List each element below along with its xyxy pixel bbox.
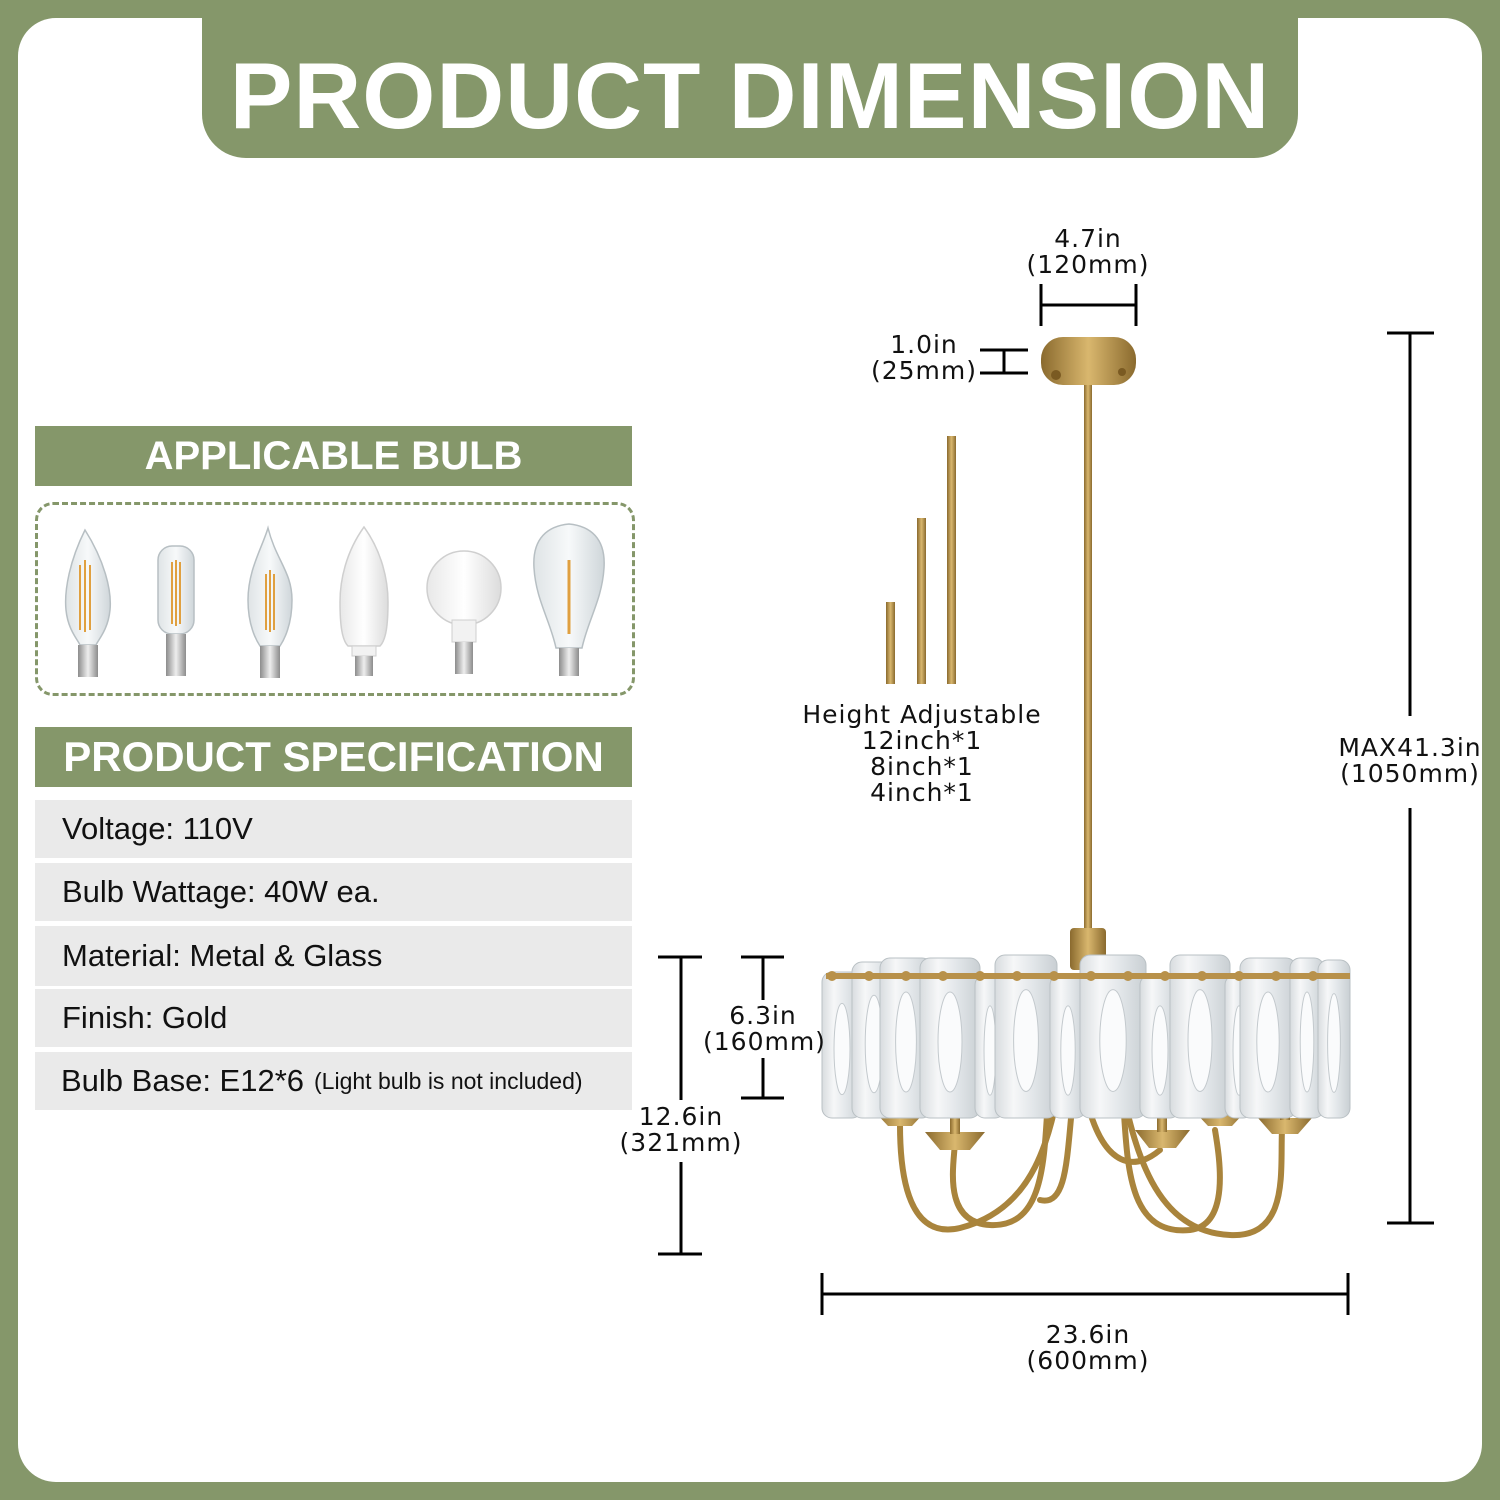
st-filament-bulb-icon <box>533 523 605 676</box>
ring-bead <box>1197 971 1207 981</box>
crystal-panel-oval <box>1099 989 1127 1092</box>
spec-row-finish: Finish: Gold <box>35 989 632 1047</box>
diameter-dimension <box>820 1273 1350 1315</box>
crystal-panel-oval <box>1327 993 1341 1093</box>
canopy-height-metric: (25mm) <box>870 356 978 385</box>
rod-12inch: 12inch*1 <box>861 726 983 755</box>
flame-tip-filament-bulb-icon <box>247 525 293 678</box>
ring-bead <box>1123 971 1133 981</box>
body-height-label: 12.6in (321mm) <box>618 1104 744 1156</box>
spec-row-wattage: Bulb Wattage: 40W ea. <box>35 863 632 921</box>
body-height-metric: (321mm) <box>619 1128 743 1157</box>
tubular-filament-bulb-icon <box>157 545 195 676</box>
spec-text: Bulb Base: E12*6 <box>61 1063 305 1098</box>
extension-rods <box>886 436 956 684</box>
spec-text: Bulb Wattage: 40W ea. <box>62 874 380 909</box>
crystal-panel-oval <box>833 1002 851 1096</box>
height-adjustable-label: Height Adjustable 12inch*1 8inch*1 4inch… <box>800 702 1044 806</box>
led-candle-bulb-icon <box>339 525 389 676</box>
led-globe-bulb-icon <box>426 550 502 674</box>
diameter-label: 23.6in (600mm) <box>1018 1322 1158 1374</box>
spec-note: (Light bulb is not included) <box>314 1067 583 1094</box>
crystal-panel-oval <box>1013 989 1039 1092</box>
ring-bead <box>1271 971 1281 981</box>
crystal-panel-oval <box>895 991 917 1093</box>
canopy-width-dimension <box>1039 284 1138 326</box>
rod-4inch: 4inch*1 <box>870 778 974 807</box>
product-specification-header: PRODUCT SPECIFICATION <box>35 727 632 787</box>
max-height-label: MAX41.3in (1050mm) <box>1332 735 1488 787</box>
spec-row-bulb-base: Bulb Base: E12*6 (Light bulb is not incl… <box>35 1052 632 1110</box>
canopy-height-label: 1.0in (25mm) <box>860 332 988 384</box>
crystal-shade <box>821 954 1351 1119</box>
body-height-imperial: 12.6in <box>638 1102 724 1131</box>
shade-height-metric: (160mm) <box>703 1027 826 1056</box>
canopy <box>1041 337 1136 385</box>
crystal-panel-oval <box>1256 991 1280 1093</box>
candle-filament-bulb-icon <box>64 528 112 677</box>
crystal-panel-oval <box>1187 989 1213 1092</box>
max-height-imperial: MAX41.3in <box>1338 733 1482 762</box>
spec-text: Voltage: 110V <box>62 811 253 846</box>
applicable-bulb-header: APPLICABLE BULB <box>35 426 632 486</box>
crystal-panel-oval <box>1060 1005 1076 1096</box>
ring-bead <box>901 971 911 981</box>
shade-height-dimension <box>741 955 784 1100</box>
ring-bead <box>938 971 948 981</box>
spec-text: Finish: Gold <box>62 1000 228 1035</box>
crystal-panel-oval <box>1299 991 1315 1093</box>
crystal-panel-oval <box>937 991 963 1093</box>
max-height-dimension <box>1387 331 1434 1225</box>
ring-bead <box>1012 971 1022 981</box>
crystal-panel-oval <box>983 1005 997 1096</box>
canopy-width-imperial: 4.7in <box>1054 224 1122 253</box>
canopy-width-label: 4.7in (120mm) <box>1018 226 1158 278</box>
ring-bead <box>1160 971 1170 981</box>
crystal-panel-oval <box>1151 1005 1169 1096</box>
shade-height-label: 6.3in (160mm) <box>703 1001 826 1056</box>
canopy-height-imperial: 1.0in <box>890 330 958 359</box>
ring-bead <box>827 971 837 981</box>
ring-bead <box>1049 971 1059 981</box>
height-adjustable-title: Height Adjustable <box>802 700 1042 729</box>
ring-bead <box>975 971 985 981</box>
canopy-height-dimension <box>980 348 1028 375</box>
bulb-gallery <box>35 502 635 696</box>
max-height-metric: (1050mm) <box>1340 759 1480 788</box>
ring-bead <box>1086 971 1096 981</box>
ring-bead <box>864 971 874 981</box>
rod-8inch: 8inch*1 <box>870 752 974 781</box>
diameter-imperial: 23.6in <box>1045 1320 1131 1349</box>
down-rod <box>1084 385 1092 930</box>
ring-bead <box>1234 971 1244 981</box>
spec-row-material: Material: Metal & Glass <box>35 926 632 986</box>
shade-height-imperial: 6.3in <box>729 1001 797 1030</box>
spec-text: Material: Metal & Glass <box>62 938 383 973</box>
title-banner: PRODUCT DIMENSION <box>202 0 1298 158</box>
body-height-dimension <box>658 955 702 1256</box>
ring-bead <box>1308 971 1318 981</box>
diameter-metric: (600mm) <box>1026 1346 1150 1375</box>
canopy-width-metric: (120mm) <box>1026 250 1150 279</box>
page-title: PRODUCT DIMENSION <box>229 43 1271 148</box>
spec-row-voltage: Voltage: 110V <box>35 800 632 858</box>
